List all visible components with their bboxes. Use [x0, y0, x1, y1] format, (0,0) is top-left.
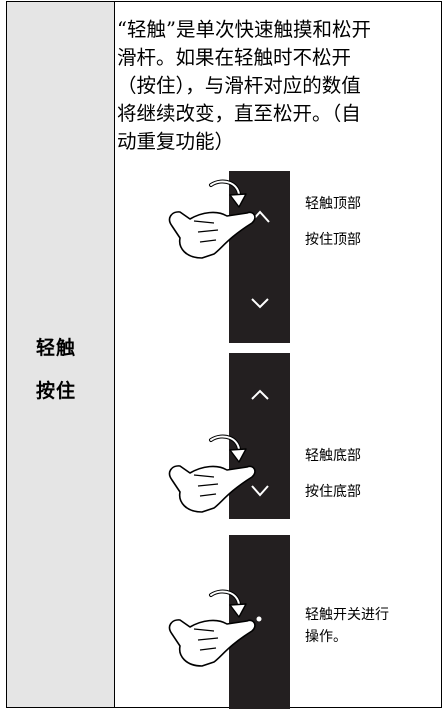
hand-pointer-icon [168, 211, 256, 259]
hand-pointer-icon [168, 619, 256, 667]
description-line: （按住），与滑杆对应的数值 [117, 74, 361, 97]
tap-arrow-icon [209, 179, 248, 209]
description-line: 滑杆。如果在轻触时不松开 [117, 46, 352, 69]
instruction-table: 轻触 按住 [6, 1, 442, 708]
tap-arrow-icon [209, 434, 248, 464]
hand-pointer-icon [168, 465, 256, 513]
chevron-down-icon [251, 485, 269, 497]
description-line: 动重复功能） [117, 130, 235, 153]
label-hold: 按住 [36, 380, 77, 402]
caption-tap-switch-2: 操作。 [305, 629, 347, 645]
label-column: 轻触 按住 [7, 2, 115, 707]
switch-touch-point [256, 616, 262, 622]
tap-arrow-icon [209, 589, 248, 619]
caption-hold-bottom: 按住底部 [305, 484, 361, 500]
description-line: 将继续改变，直至松开。（自 [117, 102, 361, 125]
caption-tap-top: 轻触顶部 [305, 196, 361, 212]
chevron-up-icon [251, 389, 269, 400]
label-tap: 轻触 [36, 337, 77, 359]
caption-tap-bottom: 轻触底部 [305, 448, 361, 464]
slider-panel-bottom [229, 353, 290, 519]
description-text: “轻触”是单次快速触摸和松开 滑杆。如果在轻触时不松开 （按住），与滑杆对应的数… [117, 16, 437, 156]
chevron-down-icon [251, 298, 269, 309]
caption-hold-top: 按住顶部 [305, 232, 361, 248]
description-line: “轻触”是单次快速触摸和松开 [117, 18, 371, 41]
caption-tap-switch-1: 轻触开关进行 [305, 607, 389, 623]
